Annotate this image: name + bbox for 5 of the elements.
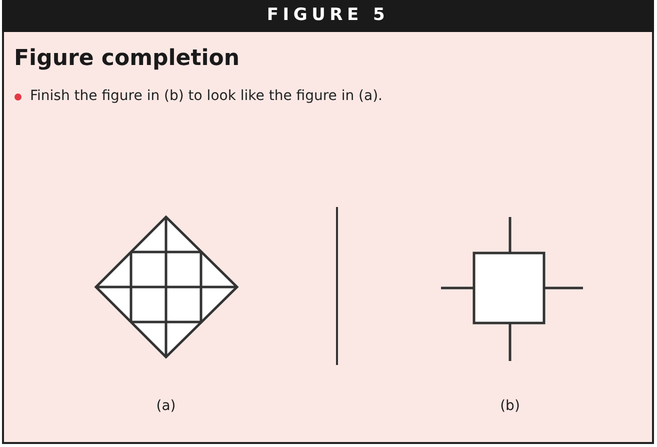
instruction-text: Finish the figure in (b) to look like the figure in (a). — [30, 87, 383, 106]
figure-label: (a) — [155, 397, 177, 416]
figure-heading: FIGURE 5 — [266, 4, 390, 28]
figure-label: (b) — [499, 397, 521, 416]
section-heading: Figure completion — [14, 45, 240, 73]
